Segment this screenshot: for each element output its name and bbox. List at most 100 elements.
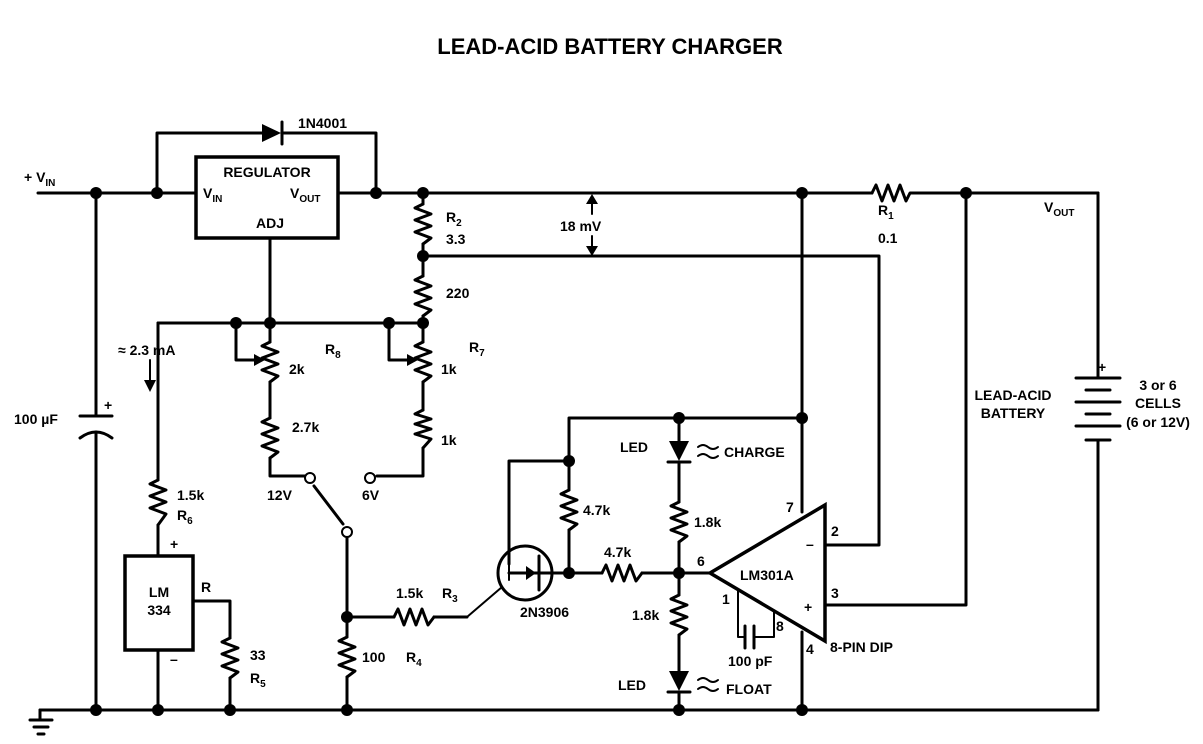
mv18-label: 18 mV	[560, 218, 602, 234]
opamp-lm301a	[706, 501, 840, 645]
svg-text:R5: R5	[250, 670, 266, 690]
cap100-label: 100 µF	[14, 411, 58, 427]
r7-wiper-arrow	[407, 354, 418, 366]
resistor-1-8k-upper	[669, 500, 689, 544]
cap100pf-label: 100 pF	[728, 653, 773, 669]
svg-text:R2: R2	[446, 209, 462, 229]
svg-text:R3: R3	[442, 585, 458, 605]
r2-name: R	[446, 209, 456, 225]
led-charge-label: LED	[620, 439, 648, 455]
lm334-line1: LM	[149, 584, 169, 600]
opamp-minus: –	[806, 536, 814, 552]
opamp-label: LM301A	[740, 567, 794, 583]
opamp-plus: +	[804, 599, 812, 615]
resistor-r4	[337, 635, 357, 679]
vout-label: V	[1044, 199, 1054, 215]
r5-value: 33	[250, 647, 266, 663]
resistor-4-7k-horizontal	[600, 563, 644, 583]
cells-line3: (6 or 12V)	[1126, 414, 1190, 430]
r2-value: 3.3	[446, 231, 466, 247]
cells-line2: CELLS	[1135, 395, 1181, 411]
lm334-block	[123, 554, 195, 652]
pin8-label: 8	[776, 618, 784, 634]
potentiometer-r8	[260, 340, 280, 384]
regulator-block	[194, 155, 340, 240]
diagram-title: LEAD-ACID BATTERY CHARGER	[437, 34, 783, 59]
v12-label: 12V	[267, 487, 293, 503]
lm334-line2: 334	[147, 602, 171, 618]
r27k-label: 2.7k	[292, 419, 319, 435]
resistor-r6	[148, 478, 168, 527]
package-label: 8-PIN DIP	[830, 639, 893, 655]
wires	[28, 131, 1100, 736]
regulator-label: REGULATOR	[223, 164, 310, 180]
voltage-select-switch	[304, 472, 376, 538]
r8-value: 2k	[289, 361, 305, 377]
led-float-label: LED	[618, 677, 646, 693]
battery-line1: LEAD-ACID	[975, 387, 1052, 403]
pin2-label: 2	[831, 523, 839, 539]
resistor-1k	[413, 408, 433, 450]
resistor-2-7k	[260, 416, 280, 460]
cells-line1: 3 or 6	[1139, 377, 1177, 393]
transistor-2n3906	[496, 544, 554, 602]
pin4-label: 4	[806, 641, 814, 657]
resistor-4-7k-vertical	[559, 488, 579, 532]
vin-label: + V	[24, 169, 46, 185]
r8-wiper-arrow	[254, 354, 265, 366]
cap-plus: +	[104, 397, 112, 413]
r7-name: R	[469, 339, 479, 355]
transistor-label: 2N3906	[520, 604, 569, 620]
r4-name: R	[406, 649, 416, 665]
voltage-drop-arrows	[586, 194, 598, 256]
svg-text:VOUT: VOUT	[1044, 199, 1074, 219]
reg-vin-label: V	[203, 185, 213, 201]
battery-line2: BATTERY	[981, 405, 1046, 421]
v6-label: 6V	[362, 487, 380, 503]
diode-label: 1N4001	[298, 115, 347, 131]
pin7-label: 7	[786, 499, 794, 515]
potentiometer-r7	[413, 340, 433, 384]
r1-name: R	[878, 202, 888, 218]
lm334-r-pin: R	[201, 579, 211, 595]
r1k-label: 1k	[441, 432, 457, 448]
current-arrow	[144, 359, 156, 392]
diode-1n4001	[262, 120, 284, 146]
r3-name: R	[442, 585, 452, 601]
resistor-r3	[392, 607, 436, 627]
resistor-r2	[413, 202, 433, 246]
r18k-lower-label: 1.8k	[632, 607, 659, 623]
reg-adj-label: ADJ	[256, 215, 284, 231]
r15k-label: 1.5k	[177, 487, 204, 503]
current-label: ≈ 2.3 mA	[118, 342, 175, 358]
labels: + VIN 1N4001 REGULATOR VIN VOUT ADJ R2 3…	[14, 115, 1190, 697]
r47k-horizontal-label: 4.7k	[604, 544, 631, 560]
led-charge	[666, 441, 719, 464]
capacitor-100pf	[743, 624, 768, 650]
r47k-vertical-label: 4.7k	[583, 502, 610, 518]
r1-value: 0.1	[878, 230, 898, 246]
charge-label: CHARGE	[724, 444, 785, 460]
svg-text:R7: R7	[469, 339, 485, 359]
resistor-1-8k-lower	[669, 593, 689, 637]
float-label: FLOAT	[726, 681, 772, 697]
pin6-label: 6	[697, 553, 705, 569]
lead-acid-battery	[1074, 376, 1122, 442]
r7-value: 1k	[441, 361, 457, 377]
r3-value: 1.5k	[396, 585, 423, 601]
r4-value: 100	[362, 649, 386, 665]
resistor-220	[413, 274, 433, 318]
reg-vout-label: V	[290, 185, 300, 201]
svg-text:VIN: VIN	[203, 185, 222, 205]
svg-text:R4: R4	[406, 649, 422, 669]
svg-text:R8: R8	[325, 341, 341, 361]
pin1-label: 1	[722, 591, 730, 607]
lm334-minus: –	[170, 651, 178, 667]
r8-name: R	[325, 341, 335, 357]
svg-text:+ VIN: + VIN	[24, 169, 55, 189]
resistor-r1	[870, 183, 914, 203]
svg-text:R1: R1	[878, 202, 894, 222]
junction-dots	[90, 187, 972, 716]
capacitor-100uf	[78, 414, 114, 440]
